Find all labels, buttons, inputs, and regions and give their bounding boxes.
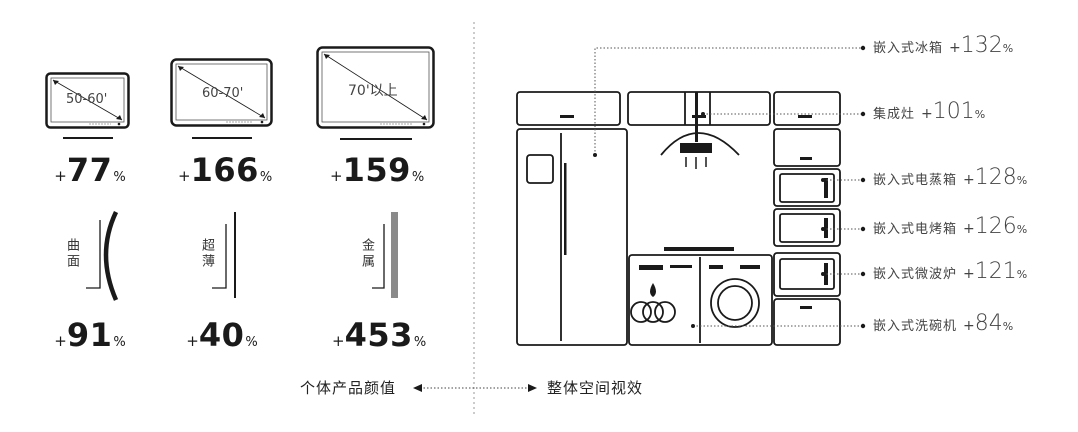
material-label-curved: 曲面 xyxy=(64,238,79,270)
tv-size-label-1: 50-60' xyxy=(66,92,108,107)
material-stat-thin: +40% xyxy=(186,316,258,354)
tv-stat-3: +159% xyxy=(330,151,425,189)
metal-panel-icon xyxy=(372,212,398,298)
callout-leader-lines xyxy=(593,45,866,329)
kitchen-illustration xyxy=(516,91,841,346)
tv-60-70-icon xyxy=(170,58,273,139)
material-label-thin: 超薄 xyxy=(199,238,214,270)
material-stat-metal: +453% xyxy=(332,316,427,354)
ultra-thin-panel-icon xyxy=(212,212,236,298)
callout-dishwasher: 嵌入式洗碗机+84% xyxy=(873,311,1014,336)
callout-microwave: 嵌入式微波炉+121% xyxy=(873,259,1028,284)
callout-integrated-stove: 集成灶+101% xyxy=(873,99,986,124)
center-divider xyxy=(473,22,475,417)
tv-stat-2: +166% xyxy=(178,151,273,189)
callout-steamer: 嵌入式电蒸箱+128% xyxy=(873,165,1028,190)
tv-stat-1: +77% xyxy=(54,151,126,189)
bidirectional-arrow xyxy=(413,384,537,392)
tv-size-label-3: 70'以上 xyxy=(348,83,398,99)
callout-fridge: 嵌入式冰箱+132% xyxy=(873,33,1014,58)
overall-space-label: 整体空间视效 xyxy=(547,379,644,397)
tv-50-60-icon xyxy=(45,72,130,139)
tv-size-label-2: 60-70' xyxy=(202,86,244,101)
tv-70-plus-icon xyxy=(316,46,435,140)
callout-oven: 嵌入式电烤箱+126% xyxy=(873,214,1028,239)
individual-product-label: 个体产品颜值 xyxy=(300,379,397,397)
material-stat-curved: +91% xyxy=(54,316,126,354)
material-label-metal: 金属 xyxy=(359,238,374,270)
curved-panel-icon xyxy=(86,211,119,301)
